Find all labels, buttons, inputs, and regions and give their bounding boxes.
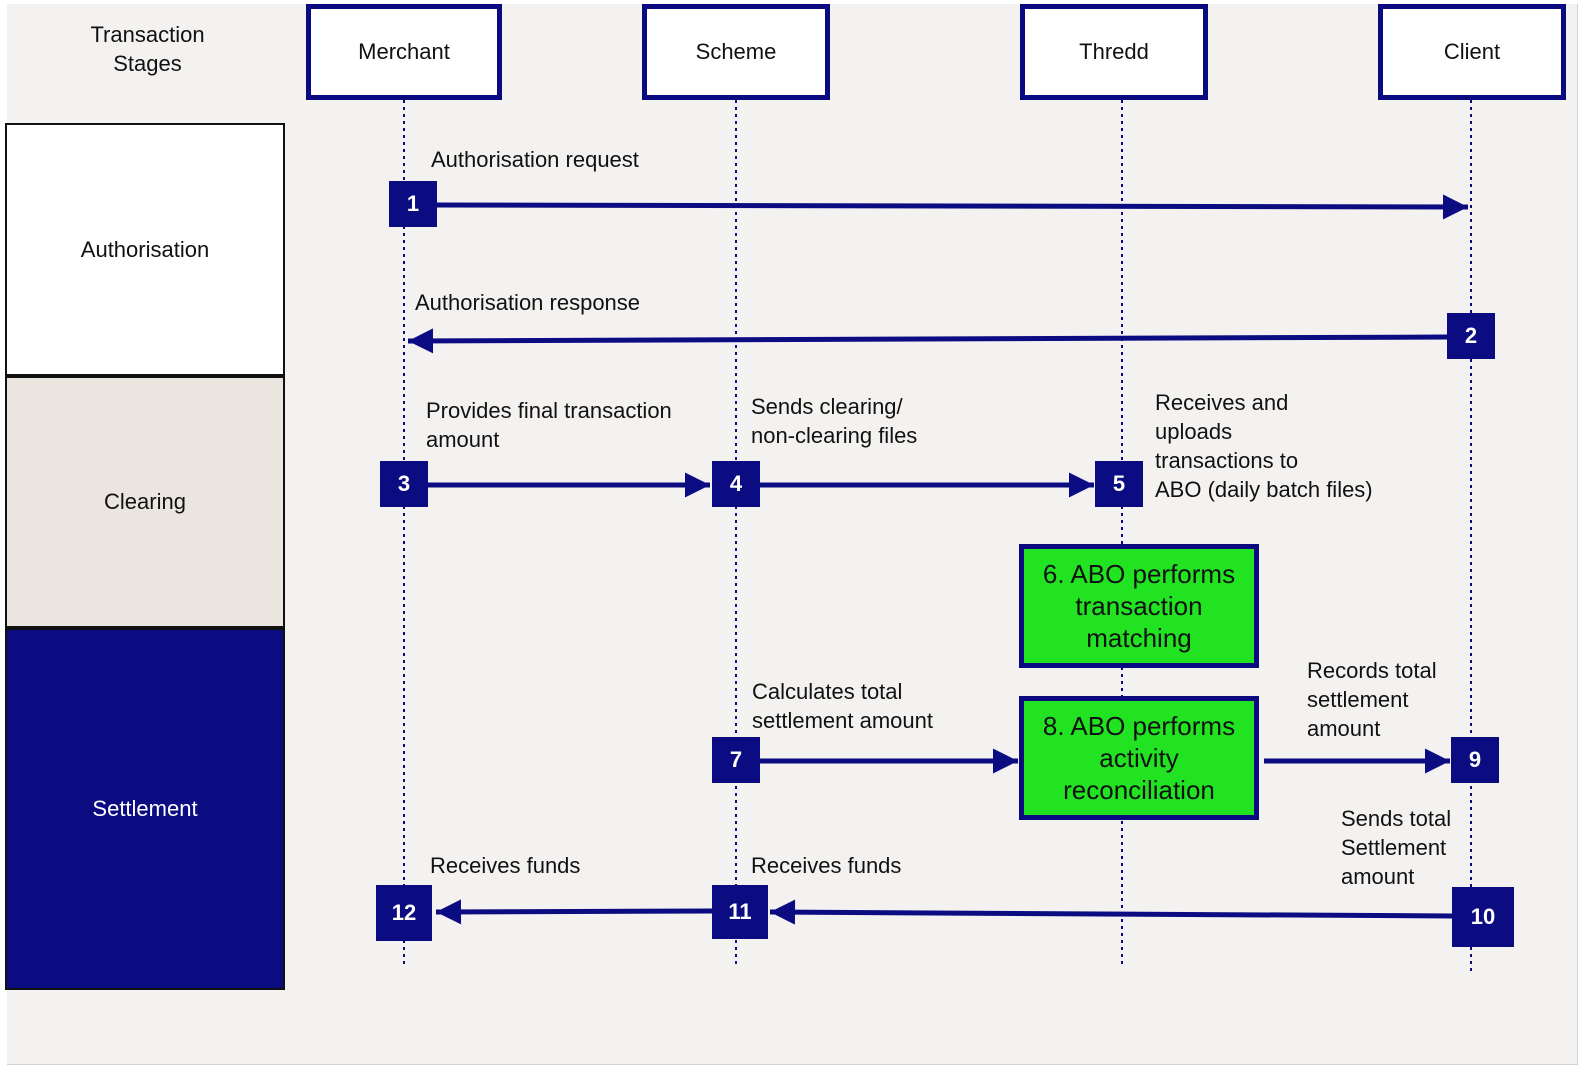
step-9-label: Records total settlement amount bbox=[1307, 658, 1437, 741]
step-4-label: Sends clearing/ non-clearing files bbox=[751, 394, 918, 448]
arrow-10 bbox=[769, 899, 1453, 925]
arrow-2 bbox=[407, 328, 1449, 354]
step-12-label: Receives funds bbox=[430, 853, 581, 878]
participant-scheme: Scheme bbox=[642, 4, 830, 100]
step-2-badge: 2 bbox=[1447, 313, 1495, 359]
arrow-11 bbox=[435, 899, 713, 925]
step-7-badge: 7 bbox=[712, 737, 760, 783]
stage-label: Clearing bbox=[104, 489, 186, 514]
step-10-badge: 10 bbox=[1452, 887, 1514, 947]
step-5-label: Receives and uploads transactions to ABO… bbox=[1155, 390, 1373, 502]
step-2-label: Authorisation response bbox=[415, 290, 641, 315]
step-9-badge: 9 bbox=[1451, 737, 1499, 783]
step-5-badge: 5 bbox=[1095, 461, 1143, 507]
stage-settlement: Settlement bbox=[5, 628, 285, 990]
step-10-label: Sends total Settlement amount bbox=[1341, 806, 1452, 889]
step-3-badge: 3 bbox=[380, 461, 428, 507]
step-3-label: Provides final transaction amount bbox=[426, 398, 672, 452]
step-11-badge: 11 bbox=[712, 885, 768, 939]
stage-label: Authorisation bbox=[80, 236, 210, 262]
step-6-process-box: 6. ABO performs transaction matching bbox=[1019, 544, 1259, 668]
arrow-1 bbox=[435, 194, 1469, 220]
participant-merchant: Merchant bbox=[306, 4, 502, 100]
stage-authorisation: Authorisation bbox=[5, 123, 285, 376]
stages-header: Transaction Stages bbox=[90, 22, 205, 76]
step-1-label: Authorisation request bbox=[431, 147, 639, 172]
step-11-label: Receives funds bbox=[751, 853, 902, 878]
stage-label: Settlement bbox=[92, 796, 198, 821]
stage-clearing: Clearing bbox=[5, 376, 285, 628]
participant-client: Client bbox=[1378, 4, 1566, 100]
step-12-badge: 12 bbox=[376, 885, 432, 941]
step-4-badge: 4 bbox=[712, 461, 760, 507]
step-7-label: Calculates total settlement amount bbox=[752, 679, 933, 733]
step-1-badge: 1 bbox=[389, 181, 437, 227]
participant-thredd: Thredd bbox=[1020, 4, 1208, 100]
step-8-process-box: 8. ABO performs activity reconciliation bbox=[1019, 696, 1259, 820]
